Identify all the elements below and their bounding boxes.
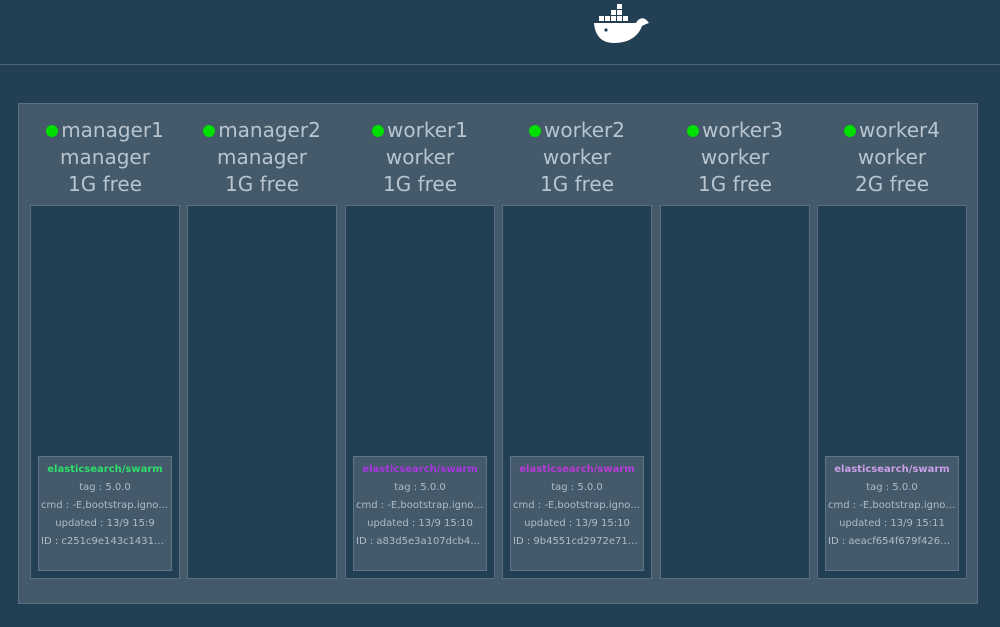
status-dot-icon (46, 124, 59, 137)
node-header: manager1 manager 1G free (30, 117, 180, 198)
task-cmd: cmd : -E,bootstrap.ignore_... (356, 500, 486, 511)
task-updated: updated : 13/9 15:9 (55, 518, 155, 529)
status-dot-icon (529, 124, 542, 137)
task-id: ID : aeacf654f679f426ebbf... (828, 536, 958, 547)
node-free-memory: 1G free (382, 172, 457, 196)
task-card[interactable]: elasticsearch/swarm tag : 5.0.0 cmd : -E,b… (38, 456, 172, 571)
task-card[interactable]: elasticsearch/swarm tag : 5.0.0 cmd : -E,b… (510, 456, 644, 571)
task-card[interactable]: elasticsearch/swarm tag : 5.0.0 cmd : -E,b… (825, 456, 959, 571)
task-tag: tag : 5.0.0 (551, 482, 603, 493)
node-role: worker (542, 145, 612, 169)
node-name-row: worker2 (502, 117, 652, 144)
docker-whale-icon (594, 4, 649, 43)
node-role: manager (217, 145, 307, 169)
node-header: worker2 worker 1G free (502, 117, 652, 198)
task-tag: tag : 5.0.0 (866, 482, 918, 493)
node-name: worker4 (859, 118, 940, 142)
node-name-row: worker3 (660, 117, 810, 144)
node-free-memory: 1G free (539, 172, 614, 196)
task-cmd: cmd : -E,bootstrap.ignore_... (41, 500, 171, 511)
task-id: ID : a83d5e3a107dcb4de9... (356, 536, 486, 547)
task-id: ID : c251c9e143c14311d7c... (41, 536, 171, 547)
node-role: manager (60, 145, 150, 169)
task-updated: updated : 13/9 15:11 (839, 518, 945, 529)
node-name-row: worker4 (817, 117, 967, 144)
node-name: manager2 (218, 118, 321, 142)
task-image-name: elasticsearch/swarm (834, 464, 950, 475)
cluster-panel: manager1 manager 1G free elasticsearch/swar… (18, 103, 978, 604)
node-role: worker (385, 145, 455, 169)
task-image-name: elasticsearch/swarm (362, 464, 478, 475)
task-updated: updated : 13/9 15:10 (367, 518, 473, 529)
status-dot-icon (203, 124, 216, 137)
node-header: worker3 worker 1G free (660, 117, 810, 198)
node-free-memory: 1G free (224, 172, 299, 196)
node-task-area: elasticsearch/swarm tag : 5.0.0 cmd : -E,b… (817, 205, 967, 579)
node-task-area: elasticsearch/swarm tag : 5.0.0 cmd : -E,b… (345, 205, 495, 579)
node-name: manager1 (61, 118, 164, 142)
task-image-name: elasticsearch/swarm (47, 464, 163, 475)
top-bar (0, 0, 1000, 65)
task-tag: tag : 5.0.0 (79, 482, 131, 493)
status-dot-icon (372, 124, 385, 137)
node-header: manager2 manager 1G free (187, 117, 337, 198)
node-header: worker1 worker 1G free (345, 117, 495, 198)
node-task-area (187, 205, 337, 579)
status-dot-icon (844, 124, 857, 137)
task-updated: updated : 13/9 15:10 (524, 518, 630, 529)
node-name: worker1 (387, 118, 468, 142)
node-name: worker2 (544, 118, 625, 142)
task-card[interactable]: elasticsearch/swarm tag : 5.0.0 cmd : -E,b… (353, 456, 487, 571)
node-task-area: elasticsearch/swarm tag : 5.0.0 cmd : -E,b… (30, 205, 180, 579)
node-role: worker (857, 145, 927, 169)
status-dot-icon (687, 124, 700, 137)
node-task-area: elasticsearch/swarm tag : 5.0.0 cmd : -E,b… (502, 205, 652, 579)
node-role: worker (700, 145, 770, 169)
node-header: worker4 worker 2G free (817, 117, 967, 198)
node-free-memory: 1G free (67, 172, 142, 196)
task-cmd: cmd : -E,bootstrap.ignore_... (513, 500, 643, 511)
node-name-row: manager2 (187, 117, 337, 144)
node-free-memory: 1G free (697, 172, 772, 196)
node-free-memory: 2G free (854, 172, 929, 196)
node-name-row: worker1 (345, 117, 495, 144)
task-cmd: cmd : -E,bootstrap.ignore_... (828, 500, 958, 511)
task-image-name: elasticsearch/swarm (519, 464, 635, 475)
task-tag: tag : 5.0.0 (394, 482, 446, 493)
node-name: worker3 (702, 118, 783, 142)
node-name-row: manager1 (30, 117, 180, 144)
node-task-area (660, 205, 810, 579)
task-id: ID : 9b4551cd2972e71456... (513, 536, 643, 547)
